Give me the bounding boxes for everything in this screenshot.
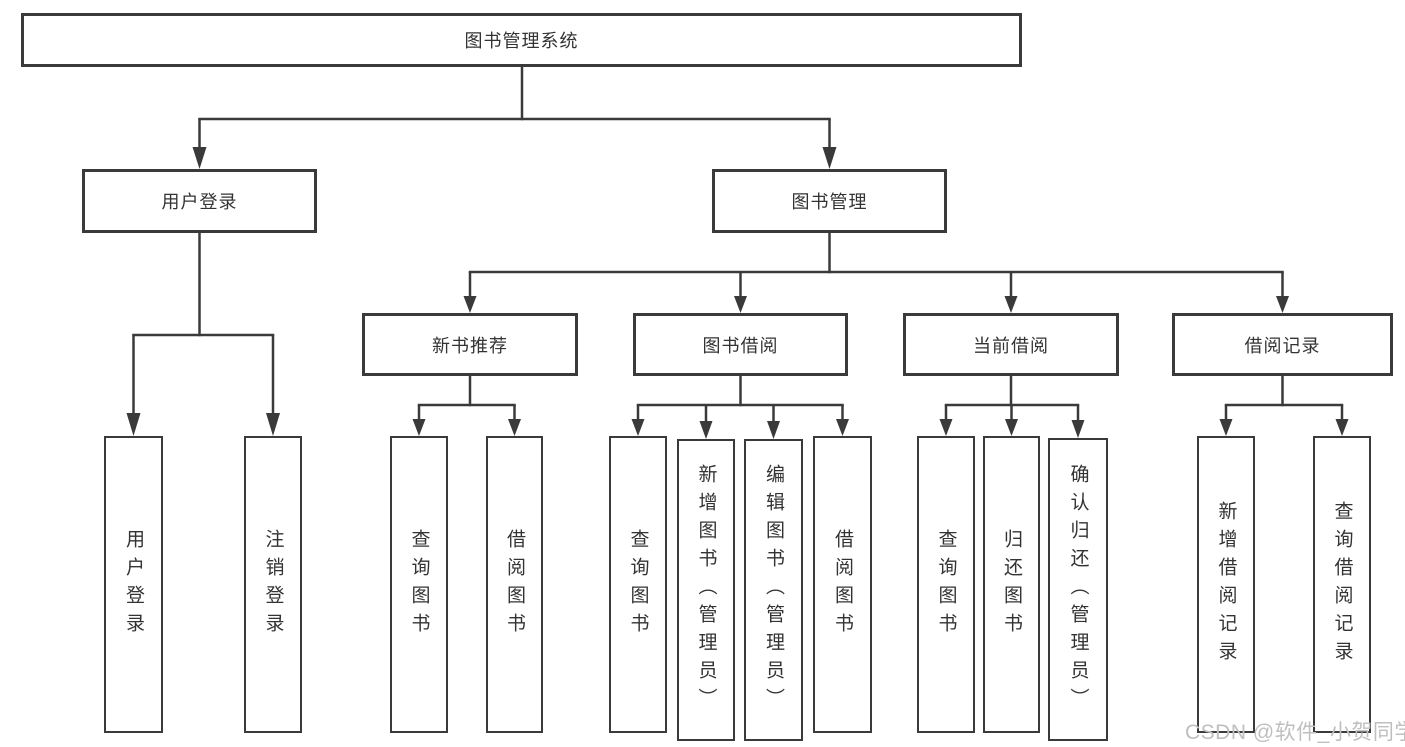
connector-user-login-branch xyxy=(126,233,280,436)
leaf-query-books-recommend-label: 查询图书 xyxy=(408,528,430,641)
leaf-confirm-return-admin: 确认归还（管理员） xyxy=(1048,438,1108,741)
node-root: 图书管理系统 xyxy=(21,13,1022,67)
leaf-query-borrow-record-label: 查询借阅记录 xyxy=(1331,500,1353,669)
node-book-borrow: 图书借阅 xyxy=(633,313,848,376)
leaf-return-book: 归还图书 xyxy=(983,436,1040,733)
leaf-user-login: 用户登录 xyxy=(104,436,163,733)
leaf-borrow-books-recommend: 借阅图书 xyxy=(486,436,543,733)
connector-root-to-level2 xyxy=(192,67,837,169)
leaf-add-book-admin: 新增图书（管理员） xyxy=(677,439,735,741)
node-user-login: 用户登录 xyxy=(82,169,317,233)
leaf-edit-book-admin: 编辑图书（管理员） xyxy=(744,439,803,741)
leaf-borrow-books-2: 借阅图书 xyxy=(813,436,872,733)
leaf-query-books-borrow: 查询图书 xyxy=(609,436,667,733)
leaf-logout-label: 注销登录 xyxy=(262,528,284,641)
node-book-management: 图书管理 xyxy=(712,169,947,233)
connector-borrow-records-leaves xyxy=(1219,376,1349,436)
leaf-confirm-return-admin-label: 确认归还（管理员） xyxy=(1067,463,1089,716)
leaf-user-login-label: 用户登录 xyxy=(123,528,144,641)
leaf-borrow-books-recommend-label: 借阅图书 xyxy=(504,528,525,641)
leaf-logout: 注销登录 xyxy=(244,436,302,733)
leaf-query-books-borrow-label: 查询图书 xyxy=(627,528,649,641)
node-new-book-recommend: 新书推荐 xyxy=(362,313,578,376)
watermark: CSDN @软件_小贺同学 xyxy=(1185,721,1405,744)
leaf-add-borrow-record: 新增借阅记录 xyxy=(1197,436,1255,733)
connector-current-borrow-leaves xyxy=(939,376,1085,438)
leaf-return-book-label: 归还图书 xyxy=(1001,528,1022,641)
leaf-add-borrow-record-label: 新增借阅记录 xyxy=(1215,500,1237,669)
node-borrow-records: 借阅记录 xyxy=(1172,313,1393,376)
leaf-borrow-books-2-label: 借阅图书 xyxy=(832,528,853,641)
leaf-query-books-current-label: 查询图书 xyxy=(935,528,957,641)
leaf-query-books-recommend: 查询图书 xyxy=(390,436,448,733)
connector-book-borrow-leaves xyxy=(631,376,849,439)
connector-book-management-branch xyxy=(463,233,1289,313)
leaf-query-borrow-record: 查询借阅记录 xyxy=(1313,436,1371,733)
leaf-add-book-admin-label: 新增图书（管理员） xyxy=(695,464,717,716)
connector-new-book-leaves xyxy=(412,376,521,436)
node-current-borrow: 当前借阅 xyxy=(903,313,1119,376)
leaf-edit-book-admin-label: 编辑图书（管理员） xyxy=(763,464,784,716)
leaf-query-books-current: 查询图书 xyxy=(917,436,975,733)
